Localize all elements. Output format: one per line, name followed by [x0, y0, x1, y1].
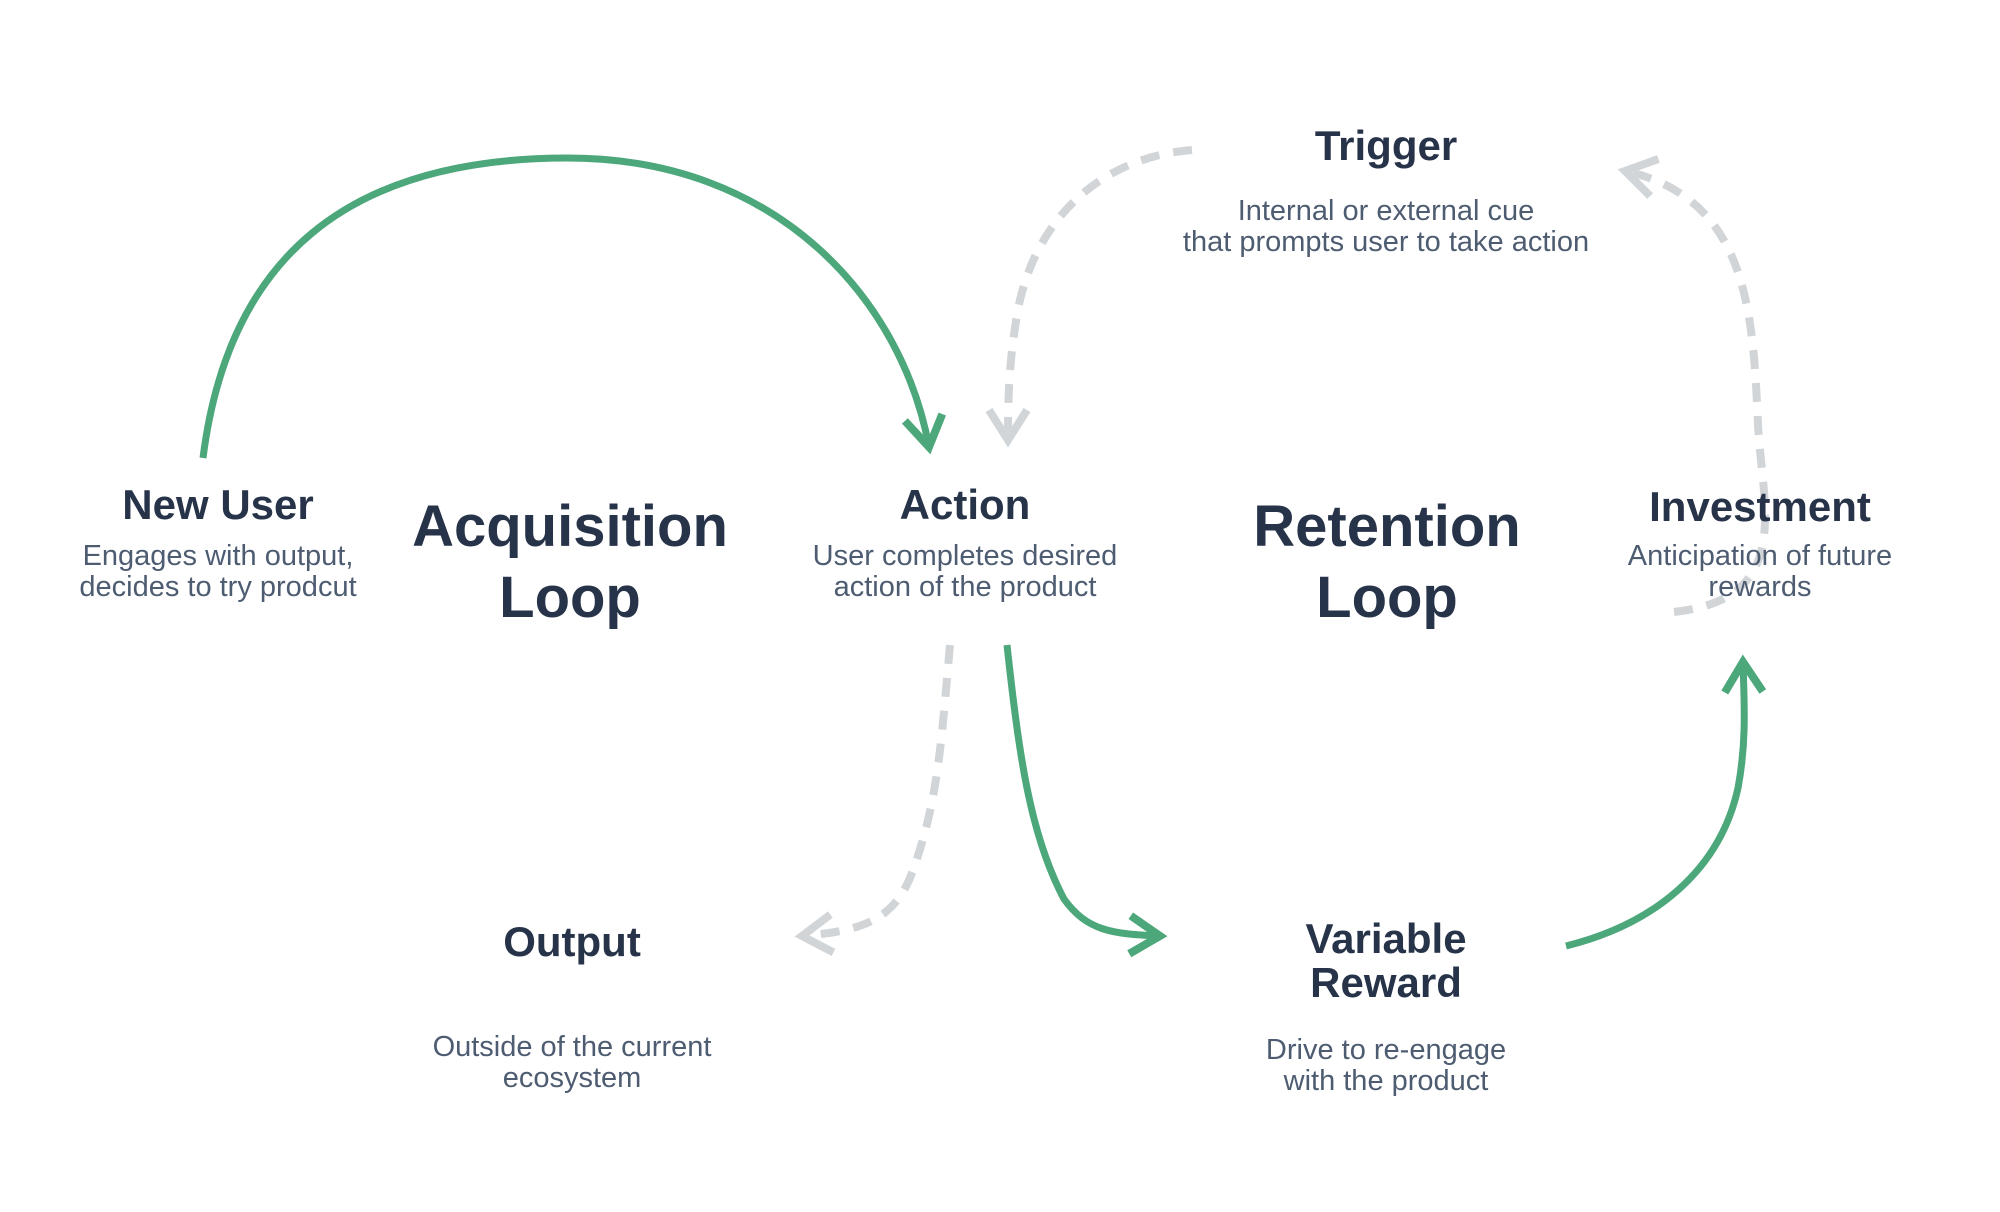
retention-loop-title-line: Loop: [1316, 565, 1458, 630]
node-new-user-desc: Engages with output, decides to try prod…: [79, 541, 356, 603]
node-trigger-desc-line: Internal or external cue: [1237, 195, 1535, 227]
node-action: Action: [899, 481, 1031, 528]
node-output-desc: Outside of the current ecosystem: [433, 1032, 712, 1094]
node-output-desc-line: Outside of the current: [432, 1031, 712, 1063]
arrow-trigger-to-action: [985, 146, 1193, 448]
node-investment-desc-line: rewards: [1708, 571, 1812, 603]
node-output-label: Output: [503, 918, 641, 965]
node-new-user-desc-line: Engages with output,: [82, 540, 354, 572]
retention-loop-title: Retention Loop: [1253, 491, 1520, 633]
arrow-investment-to-trigger: [1617, 155, 1770, 616]
acquisition-loop-title-line: Acquisition: [412, 494, 728, 559]
node-action-desc-line: User completes desired: [812, 540, 1118, 572]
node-action-desc-line: action of the product: [833, 571, 1097, 603]
arrow-action-to-variable-reward: [1003, 644, 1168, 958]
node-variable-reward-desc-line: with the product: [1283, 1065, 1489, 1097]
node-trigger: Trigger: [1314, 122, 1458, 169]
node-trigger-desc-line: that prompts user to take action: [1182, 226, 1590, 258]
node-action-desc: User completes desired action of the pro…: [813, 541, 1118, 603]
arrow-new-user-to-action: [199, 154, 946, 459]
acquisition-loop-title: Acquisition Loop: [412, 491, 728, 633]
node-action-label: Action: [899, 481, 1031, 528]
retention-loop-title-line: Retention: [1253, 494, 1521, 559]
node-output-desc-line: ecosystem: [502, 1062, 642, 1094]
node-investment-label: Investment: [1649, 483, 1871, 530]
node-trigger-label: Trigger: [1314, 122, 1458, 169]
node-new-user: New User: [122, 481, 314, 528]
node-variable-reward-label-line: Variable: [1305, 915, 1467, 962]
node-variable-reward-label: Variable Reward: [1305, 917, 1466, 1005]
node-investment: Investment: [1649, 483, 1871, 530]
acquisition-loop-title-line: Loop: [499, 565, 641, 630]
arrow-action-to-output: [794, 644, 954, 956]
node-variable-reward-label-line: Reward: [1310, 959, 1462, 1006]
node-new-user-desc-line: decides to try prodcut: [79, 571, 357, 603]
node-variable-reward-desc: Drive to re-engage with the product: [1266, 1035, 1506, 1097]
node-trigger-desc: Internal or external cue that prompts us…: [1183, 196, 1589, 258]
node-output: Output: [503, 918, 641, 965]
node-investment-desc: Anticipation of future rewards: [1628, 541, 1892, 603]
arrow-variable-reward-to-investment: [1565, 654, 1767, 950]
node-variable-reward: Variable Reward: [1305, 917, 1466, 1005]
node-investment-desc-line: Anticipation of future: [1627, 540, 1893, 572]
node-variable-reward-desc-line: Drive to re-engage: [1265, 1034, 1507, 1066]
node-new-user-label: New User: [122, 481, 314, 528]
